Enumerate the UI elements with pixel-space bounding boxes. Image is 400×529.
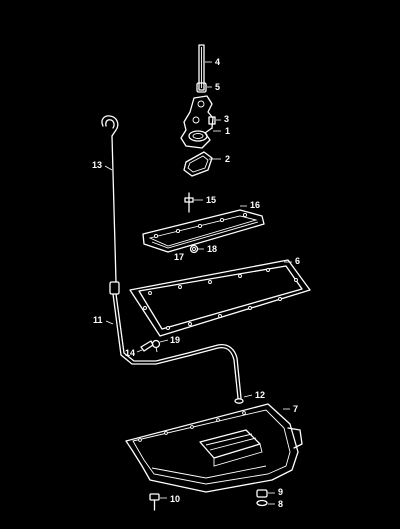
oil-pan-gasket — [129, 259, 311, 337]
tray-nut — [189, 244, 199, 254]
label-4: 4 — [215, 57, 220, 67]
pan-bolt — [149, 493, 160, 511]
label-16: 16 — [250, 200, 260, 210]
label-12: 12 — [255, 390, 265, 400]
drain-washer — [256, 499, 268, 507]
label-5: 5 — [215, 82, 220, 92]
label-19: 19 — [170, 335, 180, 345]
dipstick-tube — [109, 281, 242, 399]
label-10: 10 — [170, 494, 180, 504]
pump-gasket — [183, 151, 213, 177]
label-11: 11 — [93, 315, 103, 325]
label-9: 9 — [278, 487, 283, 497]
windage-tray — [142, 209, 265, 253]
label-6: 6 — [295, 256, 300, 266]
label-2: 2 — [225, 154, 230, 164]
label-8: 8 — [278, 499, 283, 509]
label-1: 1 — [225, 126, 230, 136]
clip-bolt — [151, 339, 161, 353]
label-7: 7 — [293, 404, 298, 414]
tube-seal — [234, 398, 244, 404]
tube-clip — [140, 340, 154, 352]
pickup-tube — [198, 44, 205, 91]
label-14: 14 — [125, 348, 135, 358]
label-15: 15 — [206, 195, 216, 205]
label-18: 18 — [207, 244, 217, 254]
oil-pump — [180, 95, 214, 149]
label-3: 3 — [224, 114, 229, 124]
drain-plug — [256, 489, 268, 498]
tube-collar — [196, 82, 207, 93]
label-17: 17 — [174, 252, 184, 262]
dipstick — [101, 115, 119, 283]
oil-pan — [125, 403, 303, 493]
label-13: 13 — [92, 160, 102, 170]
windage-stud — [184, 192, 194, 213]
